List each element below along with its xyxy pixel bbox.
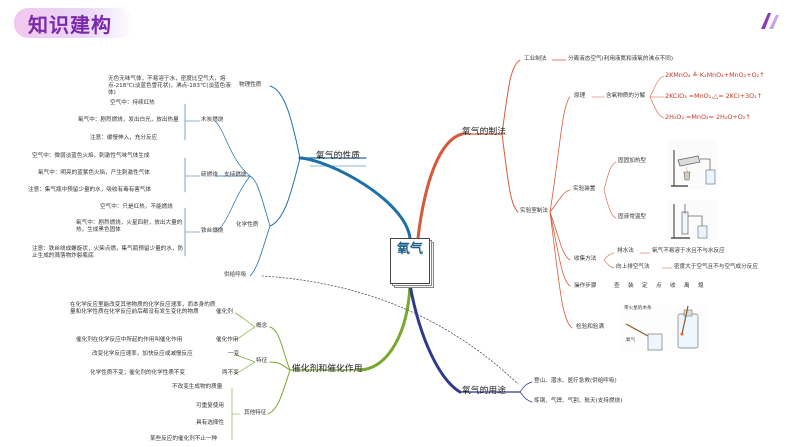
- equation-kclo3: 2KClO₃ =MnO₂,△= 2KCl+3O₂↑: [665, 92, 763, 100]
- sulfur-item-3: 注意：集气瓶中预留少量的水，吸收有毒有害气体: [28, 187, 152, 193]
- test-gas-label: 氧气: [626, 338, 636, 343]
- header: 知识建构: [0, 0, 794, 42]
- title-highlight: [14, 8, 134, 38]
- step-4: 点: [656, 283, 662, 289]
- logo-icon: [761, 13, 779, 29]
- node-preparation: 氧气的制法: [462, 127, 506, 137]
- step-7: 熄: [698, 283, 704, 289]
- charcoal-item-2: 氧气中：剧烈燃烧，发出白光，放出热量: [78, 117, 179, 123]
- node-combustion: 支持燃烧: [224, 172, 247, 178]
- node-sulfur: 硫燃烧: [201, 172, 218, 178]
- feature-one: 一变: [228, 351, 240, 357]
- node-other: 其他特征: [244, 410, 267, 416]
- node-features: 特征: [256, 358, 268, 364]
- node-lab: 实验室制法: [520, 208, 548, 214]
- concept-catalyst: 催化剂: [216, 309, 233, 315]
- node-uses: 氧气的用途: [462, 386, 506, 396]
- charcoal-item-3: 注意：缓慢伸入，充分反应: [90, 135, 158, 141]
- feature-two: 两不变: [222, 370, 239, 376]
- other-item-4: 某些反应的催化剂不止一种: [150, 436, 218, 442]
- other-item-3: 具有选择性: [196, 420, 224, 426]
- equation-h2o2: 2H₂O₂ =MnO₂= 2H₂O+O₂↑: [665, 113, 751, 121]
- node-concept: 概念: [256, 323, 268, 329]
- oxygen-test-bottle-icon: [618, 304, 708, 352]
- node-properties: 氧气的性质: [316, 151, 360, 161]
- step-6: 离: [684, 283, 690, 289]
- iron-item-3: 注意：铁丝绕成螺旋状，火柴点燃，集气瓶预留少量的水，防止生成的溅落物炸裂瓶底: [32, 246, 184, 259]
- step-3: 定: [642, 283, 648, 289]
- sulfur-item-1: 空气中：微弱淡蓝色火焰，刺激性气味气体生成: [32, 153, 150, 159]
- node-catalyst: 催化剂和催化作用: [292, 364, 363, 374]
- iron-item-1: 空气中：只是红热，不能燃烧: [100, 204, 173, 210]
- node-collection: 收集方法: [574, 256, 597, 262]
- node-principle: 原理: [574, 93, 586, 99]
- concept-action: 催化作用: [216, 337, 239, 343]
- feature-one-text: 改变化学反应速率，加快反应或减慢反应: [92, 351, 193, 357]
- node-physical: 物理性质: [239, 82, 262, 88]
- step-1: 查: [614, 283, 620, 289]
- node-test: 检验和验满: [576, 324, 604, 330]
- uses-item-2: 炼钢、气焊、气割、航天(支持燃烧): [534, 398, 623, 404]
- physical-text: 无色无味气体，不易溶于水，密度比空气大，熔点-218℃(淡蓝色雪花状)，沸点-1…: [108, 76, 231, 96]
- principle-sub: 含氧物质的分解: [606, 93, 646, 99]
- collection-air: 向上排空气法: [616, 264, 650, 270]
- industrial-text: 分离液态空气(利用液氮和液氧的沸点不同): [568, 56, 674, 62]
- node-apparatus: 实验装置: [573, 186, 596, 192]
- node-charcoal: 木炭燃烧: [201, 117, 224, 123]
- equation-kmno4: 2KMnO₄ ≜ K₂MnO₄+MnO₂+O₂↑: [665, 71, 765, 79]
- collection-water-text: 氧气不易溶于水且不与水反应: [652, 248, 725, 254]
- other-item-2: 可重复使用: [196, 403, 224, 409]
- sulfur-item-2: 氧气中：明亮的蓝紫色火焰，产生刺激性气体: [38, 170, 150, 176]
- node-iron: 铁丝燃烧: [201, 228, 224, 234]
- concept-action-text: 催化剂在化学反应中所起的作用叫催化作用: [76, 337, 183, 343]
- node-industrial: 工业制法: [524, 56, 547, 62]
- apparatus-solid-heating: 固固加热型: [618, 158, 646, 164]
- center-topic: 氧气: [390, 238, 434, 288]
- test-bottle-label: 带火星的木条: [624, 306, 652, 311]
- uses-item-1: 登山、潜水、医疗急救(供给呼吸): [534, 378, 617, 384]
- solid-heating-apparatus-icon: [668, 140, 718, 190]
- center-label: 氧气: [396, 242, 423, 257]
- apparatus-solid-liquid: 固液常温型: [618, 214, 646, 220]
- node-respiration: 供给呼吸: [224, 272, 247, 278]
- collection-water: 排水法: [617, 248, 634, 254]
- iron-item-2: 氧气中：剧烈燃烧，火星四射，放出大量的热，生成黑色固体: [76, 220, 183, 233]
- step-5: 收: [670, 283, 676, 289]
- feature-two-text: 化学性质不变；催化剂的化学性质不变: [90, 370, 186, 376]
- charcoal-item-1: 空气中：持续红热: [110, 100, 155, 106]
- page-title: 知识建构: [28, 13, 112, 37]
- concept-catalyst-text: 在化学反应里能改变其他物质的化学反应速率，而本身的质量和化学性质在化学反应前后都…: [70, 302, 216, 315]
- node-steps: 操作步骤: [574, 283, 597, 289]
- other-item-1: 不改变生成物的质量: [172, 384, 223, 390]
- solid-liquid-apparatus-icon: [668, 200, 718, 240]
- node-chemical: 化学性质: [236, 222, 259, 228]
- collection-air-text: 密度大于空气且不与空气成分反应: [674, 264, 758, 270]
- step-2: 装: [628, 283, 634, 289]
